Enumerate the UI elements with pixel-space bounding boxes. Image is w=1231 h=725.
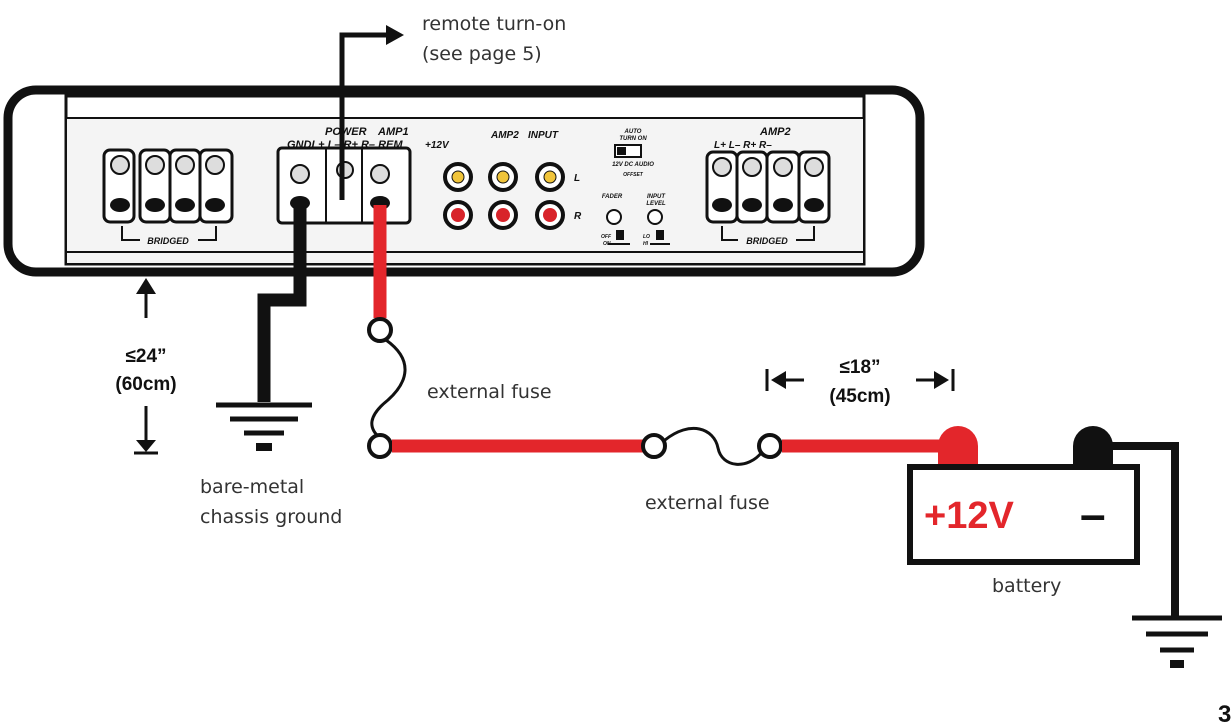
svg-text:OFF: OFF [601,234,612,240]
dimension-24-metric: (60cm) [115,374,176,395]
svg-text:12V DC AUDIO: 12V DC AUDIO [612,162,654,168]
auto-turn-on-switch: AUTO TURN ON 12V DC AUDIO OFFSET [612,129,654,178]
dimension-24 [134,278,158,455]
svg-text:ON: ON [603,241,611,247]
positive-terminal [938,426,978,466]
dimension-18-value: ≤18” [839,357,880,378]
svg-text:INPUT: INPUT [647,194,666,200]
up-arrow-icon [136,278,156,294]
battery-ground-wire [1095,442,1222,668]
rca-jack-right-1 [443,200,473,230]
battery-label: battery [992,575,1061,597]
rca-inputs [443,162,565,230]
ground-label-line2: chassis ground [200,506,342,528]
rca-jack-left-2 [488,162,518,192]
bridged-bracket-right: BRIDGED [721,226,815,246]
svg-text:FADER: FADER [602,194,623,200]
horizontal-fuse-link [664,427,764,466]
remote-arrow-icon [386,25,404,45]
chassis-ground-icon [256,443,272,451]
negative-terminal [1073,426,1113,466]
battery-negative-label: – [1080,488,1106,540]
input-level-control: INPUT LEVEL LO HI [643,194,670,247]
power-wire [367,205,945,466]
svg-text:LO: LO [643,234,650,240]
remote-turn-on-page-ref: (see page 5) [422,43,542,65]
bridged-label-right: BRIDGED [746,236,788,246]
plus12v-label: +12V [425,140,450,151]
amp2-right-terminals: L+ L– R+ R– [714,140,772,151]
amplifier-unit: BRIDGED POWER AMP1 GNDL+ L– R+ R– REM +1… [3,85,925,277]
fuse-vertical-label: external fuse [427,381,552,403]
rca-right-marker: R [574,211,582,222]
fader-control: FADER OFF ON [601,194,630,247]
rca-jack-left-3 [535,162,565,192]
svg-text:OFFSET: OFFSET [623,172,644,178]
power-header-amp1: AMP1 [377,126,409,138]
power-header-terminals: GNDL+ L– R+ R– REM [287,139,403,151]
remote-turn-on-label: remote turn-on [422,13,566,35]
ground-wire [216,206,312,451]
down-arrow-icon [136,440,156,452]
svg-text:AUTO: AUTO [624,129,642,135]
svg-text:LEVEL: LEVEL [646,201,666,207]
rca-left-marker: L [574,173,580,184]
bridged-label-left: BRIDGED [147,236,189,246]
vertical-fuse-link [370,338,407,440]
amp2-input-label: AMP2 [490,130,519,141]
svg-text:HI: HI [643,241,649,247]
battery [907,426,1140,565]
battery-body [907,464,1140,565]
power-header-title: POWER [325,126,367,138]
dimension-18 [765,369,955,391]
amp2-right-title: AMP2 [759,126,791,138]
fuse-horizontal-label: external fuse [645,492,770,514]
battery-ground-icon [1170,660,1184,668]
left-arrow-icon [771,371,786,389]
svg-text:TURN ON: TURN ON [619,136,647,142]
page-number: 3 [1218,701,1231,725]
speaker-terminal-block-right [705,150,831,224]
right-arrow-icon [934,371,949,389]
bridged-bracket-left: BRIDGED [121,226,217,246]
speaker-terminal-block-left [102,148,234,224]
rca-jack-left-1 [443,162,473,192]
dimension-24-value: ≤24” [125,346,166,367]
battery-positive-label: +12V [924,495,1014,537]
ground-label-line1: bare-metal [200,476,304,498]
rca-jack-right-2 [488,200,518,230]
dimension-18-metric: (45cm) [829,386,890,407]
remote-turn-on-wire [339,25,404,200]
rca-jack-right-3 [535,200,565,230]
input-label: INPUT [528,130,559,141]
